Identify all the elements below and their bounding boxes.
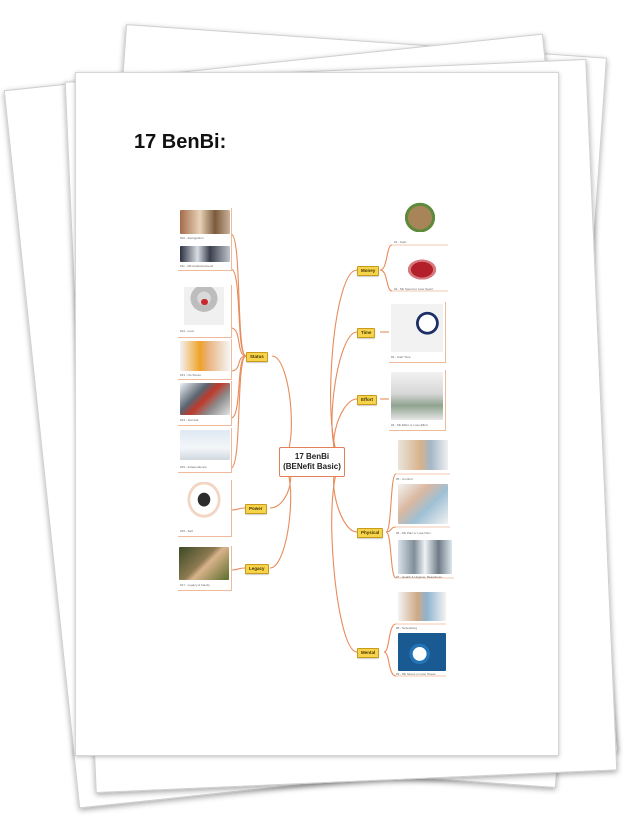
- center-node-subtitle: (BENefit Basic): [283, 462, 341, 471]
- photo-spent-pile: [400, 254, 444, 280]
- image-card-time[interactable]: #3 - Gain Time: [389, 302, 446, 363]
- caption-networking: #8 - Networking: [396, 626, 418, 630]
- branch-legacy[interactable]: Legacy: [245, 564, 269, 574]
- photo-gym-treadmills: [398, 540, 452, 574]
- image-card-effort[interactable]: #4 - Mit Effort or Lose Effort: [389, 370, 446, 431]
- branch-power[interactable]: Power: [245, 504, 267, 514]
- caption-survival: #14 - Survival: [180, 418, 199, 422]
- photo-empty-corridor: [391, 372, 443, 420]
- caption-independence: #15 - Independence: [180, 465, 207, 469]
- branch-mental[interactable]: Mental: [357, 648, 380, 658]
- caption-love: #12 - Love: [180, 329, 195, 333]
- photo-brain-stress: [398, 633, 446, 671]
- caption-health: #7 - Health & Hygiene, Beautiness: [396, 575, 442, 579]
- photo-money-bag: [398, 196, 442, 232]
- photo-3d-figures-heart: [184, 287, 224, 325]
- photo-man-chest-pain: [398, 484, 448, 524]
- photo-group-applause: [180, 210, 230, 234]
- image-card-survival[interactable]: #14 - Survival: [178, 381, 232, 426]
- heart-icon: [201, 299, 208, 305]
- image-card-business[interactable]: #11 - Mit Andersmeinend: [178, 244, 232, 271]
- branch-time[interactable]: Time: [357, 328, 376, 338]
- caption-business: #11 - Mit Andersmeinend: [180, 264, 214, 268]
- document-page: [75, 72, 559, 756]
- branch-money[interactable]: Money: [357, 266, 380, 276]
- image-card-legacy[interactable]: #17 - Legacy & Family: [178, 546, 232, 591]
- caption-recognition: #10 - Recognition: [180, 236, 204, 240]
- caption-legacy: #17 - Legacy & Family: [180, 583, 210, 587]
- photo-race-runners: [180, 383, 230, 415]
- branch-effort[interactable]: Effort: [357, 395, 377, 405]
- photo-businessman-puppets: [180, 482, 228, 526]
- center-node[interactable]: 17 BenBi (BENefit Basic): [279, 447, 345, 477]
- caption-pain: #6 - Mit Pain or Lose Pain: [396, 531, 431, 535]
- photo-winter-landscape: [180, 430, 230, 460]
- caption-gain: #1 - Gain: [394, 240, 407, 244]
- branch-status[interactable]: Status: [246, 352, 268, 362]
- photo-business-people: [180, 246, 230, 262]
- image-card-love[interactable]: #12 - Love: [178, 285, 232, 338]
- photo-hands-plant: [179, 547, 229, 580]
- caption-spent: #2 - Mit Spend or Lose Spent: [394, 287, 434, 291]
- photo-people-networking: [398, 592, 446, 621]
- caption-self: #16 - Self: [180, 529, 193, 533]
- caption-time: #3 - Gain Time: [391, 355, 411, 359]
- center-node-title: 17 BenBi: [294, 452, 330, 461]
- photo-woman-relaxed: [180, 341, 230, 371]
- caption-comfort: #5 - Comfort: [396, 477, 413, 481]
- image-card-self[interactable]: #16 - Self: [178, 480, 232, 537]
- caption-stress: #9 - Mit Stress or Lose Stress: [396, 672, 436, 676]
- caption-effort: #4 - Mit Effort or Lose Effort: [391, 423, 428, 427]
- image-card-no-stress[interactable]: #13 - No Stress: [178, 339, 232, 380]
- caption-no-stress: #13 - No Stress: [180, 373, 201, 377]
- image-card-independence[interactable]: #15 - Independence: [178, 428, 232, 473]
- image-card-recognition[interactable]: #10 - Recognition: [178, 208, 232, 245]
- photo-woman-hammock: [398, 440, 448, 470]
- branch-physical[interactable]: Physical: [357, 528, 384, 538]
- page-title: 17 BenBi:: [134, 131, 227, 153]
- photo-man-pushing-clock: [391, 304, 443, 352]
